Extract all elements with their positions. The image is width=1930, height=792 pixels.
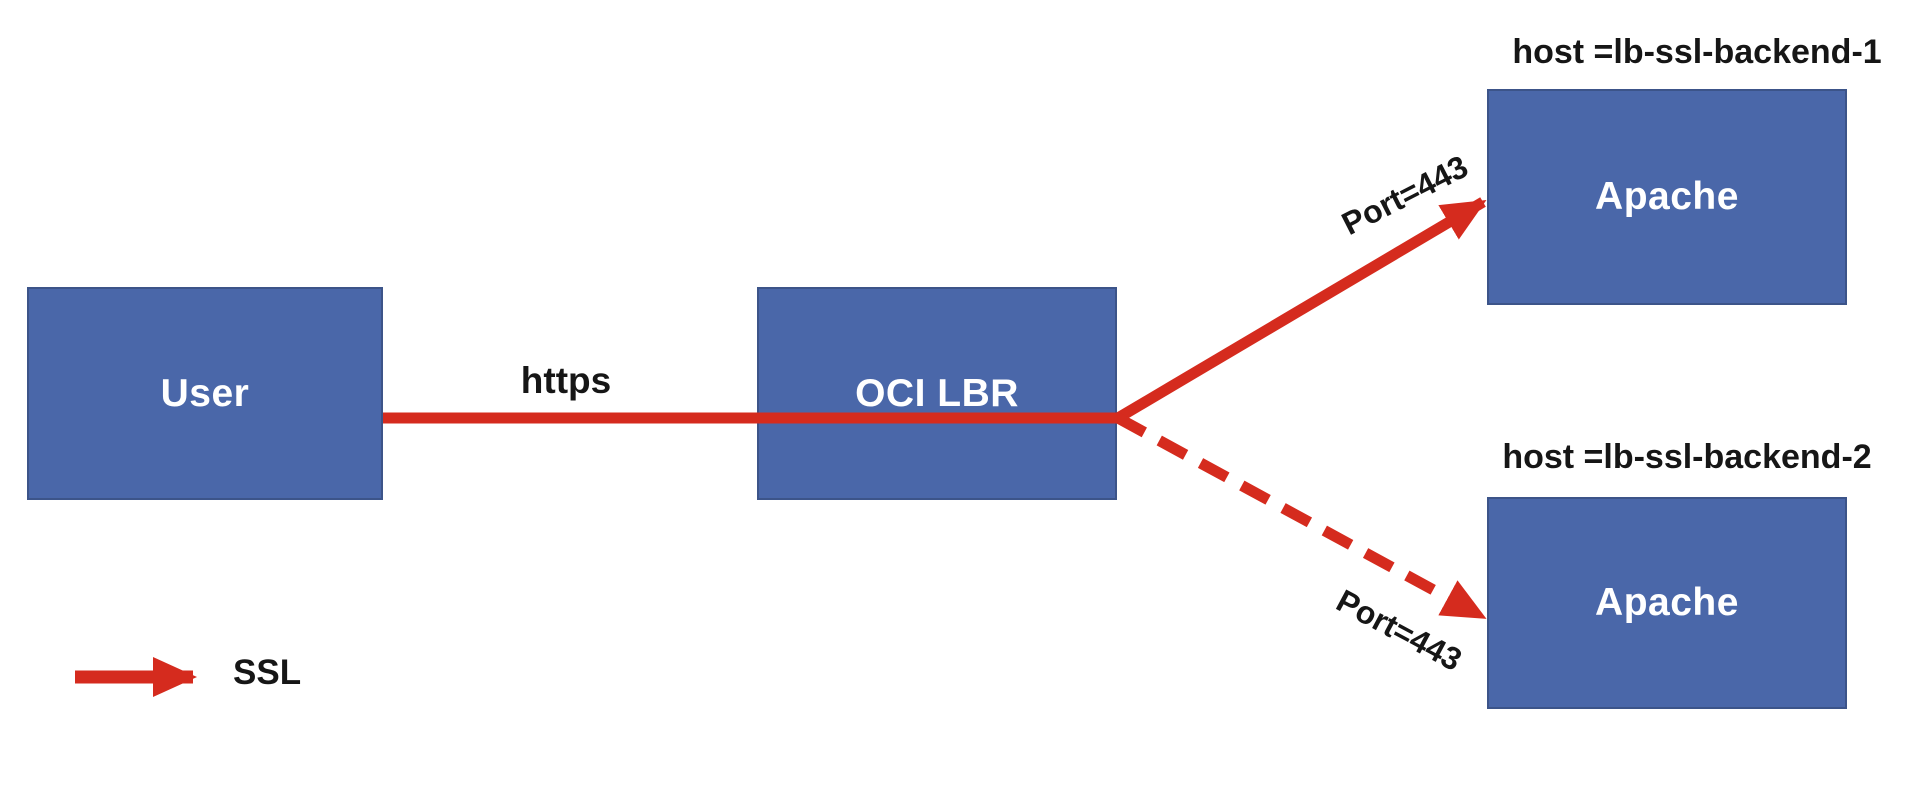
node-user-box: User: [27, 287, 383, 500]
node-apache-backend-1-box: Apache: [1487, 89, 1847, 305]
host-label-backend-2: host =lb-ssl-backend-2: [1502, 438, 1872, 476]
node-apache-backend-2-box: Apache: [1487, 497, 1847, 709]
legend-ssl-label: SSL: [233, 653, 302, 692]
node-oci-lbr-label: OCI LBR: [855, 371, 1019, 415]
node-apache-backend-2-label: Apache: [1595, 581, 1739, 624]
node-user-label: User: [160, 371, 250, 415]
edge-label-https: https: [520, 360, 612, 401]
host-label-backend-1: host =lb-ssl-backend-1: [1512, 33, 1882, 71]
node-oci-lbr-box: OCI LBR: [757, 287, 1117, 500]
node-apache-backend-1-label: Apache: [1595, 175, 1739, 218]
edge-label-port-443-top: Port=443: [1335, 148, 1474, 242]
edge-backend1-solid-arrow: [1115, 197, 1487, 423]
edge-backend2-dashed-arrow: [1115, 413, 1487, 622]
edge-label-port-443-bottom: Port=443: [1330, 582, 1468, 678]
